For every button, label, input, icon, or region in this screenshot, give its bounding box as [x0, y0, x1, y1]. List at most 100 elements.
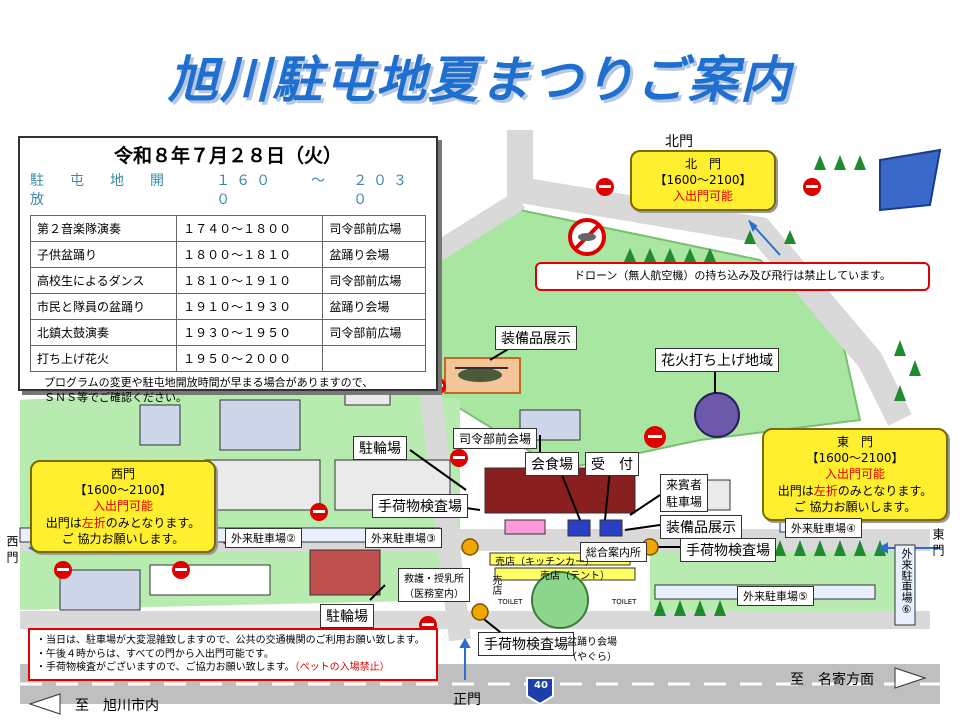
- gate-title: 東 門: [836, 435, 873, 449]
- west-gate-label: 西 門: [5, 535, 19, 563]
- gate-access-text: 入出門可能: [672, 189, 733, 204]
- open-hours: 駐 屯 地 開 放 １６００ ～ ２０３０: [30, 172, 426, 210]
- notice-panel: ・当日は、駐車場が大変混雑致しますので、公共の交通機関のご利用お願い致します。 …: [28, 628, 438, 681]
- gate-title: 西門: [110, 467, 135, 481]
- bon-venue-label: 盆踊り会場 （やぐら）: [567, 637, 617, 663]
- schedule-note: プログラムの変更や駐屯地開放時間が早まる場合がありますので、 ＳＮＳ等でご確認く…: [30, 376, 426, 406]
- luggage-check-label-2: 手荷物検査場: [680, 538, 776, 562]
- gate-exit-rule: 出門は左折のみとなります。: [770, 483, 940, 499]
- fireworks-zone: [694, 392, 740, 438]
- event-place: 司令部前広場: [322, 319, 426, 347]
- shop-vertical-label: 売店: [490, 575, 501, 595]
- bicycle-parking-label-2: 駐輪場: [320, 604, 374, 628]
- toilet-label: TOILET: [612, 598, 637, 606]
- toilet-label: TOILET: [498, 598, 523, 606]
- rule-red: 左折: [813, 483, 838, 498]
- event-name: 高校生によるダンス: [29, 267, 178, 295]
- note-line: プログラムの変更や駐屯地開放時間が早まる場合がありますので、: [44, 376, 374, 390]
- schedule-panel: 令和８年７月２８日（火） 駐 屯 地 開 放 １６００ ～ ２０３０ 第２音楽隊…: [18, 136, 438, 404]
- notice-item: ・手荷物検査がございますので、ご協力お願い致します。（ペットの入場禁止）: [36, 661, 430, 675]
- equipment-display-label: 装備品展示: [495, 326, 577, 350]
- bicycle-parking-label: 駐輪場: [353, 436, 407, 460]
- note-line: ＳＮＳ等でご確認ください。: [44, 391, 187, 405]
- gate-title: 北 門: [684, 157, 721, 171]
- reception-label: 受 付: [585, 452, 639, 476]
- hq-plaza-label: 司令部前会場: [453, 428, 538, 449]
- notice-item: ・午後４時からは、すべての門から入出門可能です。: [36, 648, 274, 660]
- event-time: １９１０～１９３０: [176, 293, 324, 321]
- event-time: １８００～１８１０: [176, 241, 324, 269]
- north-gate-info: 北 門 【1600～2100】 入出門可能: [630, 150, 776, 211]
- luggage-check-label-3: 手荷物検査場: [478, 632, 574, 656]
- east-gate-info: 東 門 【1600～2100】 入出門可能 出門は左折のみとなります。 ご 協力…: [762, 428, 948, 521]
- open-start: １６００: [216, 172, 277, 208]
- north-road: [507, 130, 912, 426]
- open-end: ２０３０: [353, 172, 414, 208]
- route-40-label: 40: [534, 680, 548, 691]
- event-name: 子供盆踊り: [29, 241, 178, 269]
- event-time: １９５０～２０００: [176, 345, 324, 373]
- to-nayoro-label: 至 名寄方面: [790, 672, 874, 688]
- gate-access: 入出門可能: [824, 467, 885, 482]
- event-place: 盆踊り会場: [322, 293, 426, 321]
- event-place: 盆踊り会場: [322, 241, 426, 269]
- fireworks-label: 花火打ち上げ地域: [655, 348, 779, 372]
- visitor-parking-5: 外来駐車場⑤: [737, 586, 814, 606]
- visitor-parking-3: 外来駐車場③: [365, 528, 442, 548]
- rule-red: 左折: [81, 515, 106, 530]
- pet-note: （ペットの入場禁止）: [294, 662, 390, 673]
- event-name: 市民と隊員の盆踊り: [29, 293, 178, 321]
- event-name: 第２音楽隊演奏: [29, 215, 178, 243]
- open-sep: ～: [311, 172, 332, 189]
- event-place: 司令部前広場: [322, 215, 426, 243]
- visitor-parking-2: 外来駐車場②: [225, 528, 302, 548]
- gate-exit-rule: 出門は左折のみとなります。: [38, 515, 208, 531]
- luggage-check-icon: [461, 538, 479, 556]
- notice-text: ・手荷物検査がございますので、ご協力お願い致します。: [36, 662, 295, 673]
- rule-pre: 出門は: [777, 483, 814, 498]
- event-place: [322, 345, 426, 373]
- rule-post: のみとなります。: [837, 483, 933, 498]
- dining-venue-label: 会食場: [525, 452, 579, 476]
- event-time: １７４０～１８００: [176, 215, 324, 243]
- event-name: 打ち上げ花火: [29, 345, 178, 373]
- bon-dance-circle: [531, 571, 589, 629]
- main-gate-label: 正門: [453, 692, 481, 708]
- visitor-parking-6: 外来駐車場⑥: [900, 548, 913, 616]
- gate-request: ご 協力お願いします。: [793, 499, 917, 514]
- rule-pre: 出門は: [45, 515, 82, 530]
- luggage-check-label: 手荷物検査場: [372, 494, 468, 518]
- open-label: 駐 屯 地 開 放: [30, 172, 190, 208]
- equipment-display-label-2: 装備品展示: [660, 515, 742, 539]
- notice-item: ・当日は、駐車場が大変混雑致しますので、公共の交通機関のご利用お願い致します。: [36, 635, 425, 646]
- info-desk-label: 総合案内所: [580, 542, 647, 562]
- gate-hours: 【1600～2100】: [654, 173, 752, 188]
- east-gate-label: 東 門: [931, 528, 945, 556]
- to-city-label: 至 旭川市内: [75, 698, 159, 714]
- route-40-icon: [526, 677, 554, 706]
- first-aid-label: 救護・授乳所 （医務室内）: [398, 568, 470, 602]
- visitor-parking-4: 外来駐車場④: [785, 518, 862, 538]
- drone-prohibition-note: ドローン（無人航空機）の持ち込み及び飛行は禁止しています。: [535, 262, 930, 291]
- gate-request: ご 協力お願いします。: [61, 531, 185, 546]
- event-date: 令和８年７月２８日（火）: [113, 145, 342, 167]
- shop-tent-label: 売店（テント）: [540, 571, 610, 582]
- event-place: 司令部前広場: [322, 267, 426, 295]
- event-time: １９３０～１９５０: [176, 319, 324, 347]
- west-gate-info: 西門 【1600～2100】 入出門可能 出門は左折のみとなります。 ご 協力お…: [30, 460, 216, 553]
- gate-access: 入出門可能: [638, 188, 768, 204]
- guest-parking-label: 来賓者 駐車場: [660, 474, 709, 512]
- event-time: １８１０～１９１０: [176, 267, 324, 295]
- shop-kitchen-car-label: 売店（キッチンカー）: [495, 557, 595, 568]
- gate-hours: 【1600～2100】: [74, 483, 172, 498]
- rule-post: のみとなります。: [105, 515, 201, 530]
